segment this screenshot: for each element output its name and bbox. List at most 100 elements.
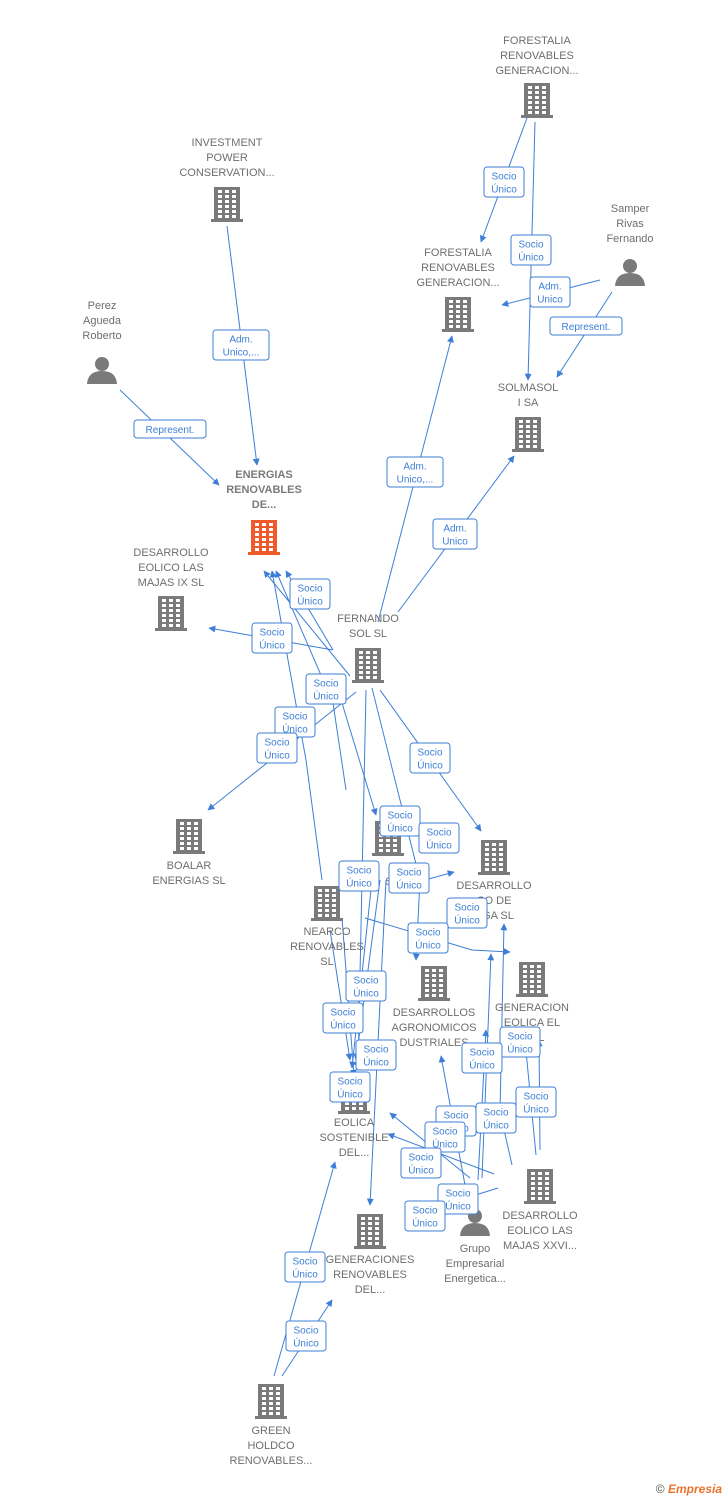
badge-label-line: Único xyxy=(330,1019,356,1032)
relation-badge[interactable]: Represent. xyxy=(549,316,623,336)
node-label-line: DESARROLLOS xyxy=(393,1007,476,1019)
node-label-line: SOL SL xyxy=(349,628,387,640)
badge-label-line: Socio xyxy=(415,928,440,939)
badge-label-line: Único xyxy=(353,987,379,1000)
node-label-line: DUSTRIALES xyxy=(399,1037,468,1049)
building-icon xyxy=(478,840,510,875)
building-icon xyxy=(155,596,187,631)
badge-label-line: Único xyxy=(313,690,339,703)
edge-line-16 xyxy=(341,702,378,816)
building-icon xyxy=(418,966,450,1001)
badge-box xyxy=(285,1320,327,1352)
footer-brand[interactable]: © Empresia xyxy=(656,1482,722,1496)
node-generaciones[interactable]: GENERACIONESRENOVABLESDEL... xyxy=(326,1214,415,1296)
node-energias[interactable]: ENERGIASRENOVABLESDE... xyxy=(226,469,302,555)
badge-box xyxy=(289,578,331,610)
node-label-line: RENOVABLES xyxy=(333,1269,407,1281)
badge-box xyxy=(437,1183,479,1215)
badge-label-line: Único xyxy=(408,1164,434,1177)
badge-label-line: Socio xyxy=(483,1108,508,1119)
node-forestalia_mid[interactable]: FORESTALIARENOVABLESGENERACION... xyxy=(416,247,500,332)
node-investment[interactable]: INVESTMENTPOWERCONSERVATION... xyxy=(179,137,275,222)
badge-box xyxy=(251,622,293,654)
node-label-line: RENOVABLES xyxy=(290,941,364,953)
badge-label-line: Único xyxy=(426,839,452,852)
copyright-symbol: © xyxy=(655,1482,665,1496)
badge-label-line: Represent. xyxy=(146,425,195,436)
relation-badge[interactable]: Adm.Unico,... xyxy=(386,456,444,488)
badge-label-line: Unico,... xyxy=(223,348,260,359)
node-label-line: DESARROLLO xyxy=(502,1210,578,1222)
node-label-line: RENOVABLES xyxy=(226,484,302,496)
node-label-line: Rivas xyxy=(616,218,644,230)
badge-label-line: Único xyxy=(469,1059,495,1072)
relation-badge[interactable]: Adm.Unico xyxy=(529,276,571,308)
relation-badge[interactable]: Adm.Unico,... xyxy=(212,329,270,361)
node-label-line: EOLICO LAS xyxy=(138,562,203,574)
node-label-line: GENERACION... xyxy=(495,65,578,77)
badge-box xyxy=(549,316,623,336)
badge-label-line: Único xyxy=(396,879,422,892)
badge-label-line: Único xyxy=(445,1200,471,1213)
node-label-line: RENOVABLES xyxy=(421,262,495,274)
badge-label-line: Socio xyxy=(523,1092,548,1103)
badge-box xyxy=(212,329,270,361)
building-icon xyxy=(512,417,544,452)
building-icon xyxy=(442,297,474,332)
badge-box xyxy=(338,860,380,892)
badge-label-line: Único xyxy=(523,1103,549,1116)
badge-box xyxy=(404,1200,446,1232)
node-label-line: GREEN xyxy=(251,1425,290,1437)
badge-label-line: Único xyxy=(293,1337,319,1350)
badge-label-line: Único xyxy=(282,723,308,736)
node-green[interactable]: GREENHOLDCORENOVABLES... xyxy=(230,1384,313,1467)
node-forestalia_top[interactable]: FORESTALIARENOVABLESGENERACION... xyxy=(495,35,579,118)
building-icon xyxy=(524,1169,556,1204)
node-grupo[interactable]: GrupoEmpresarialEnergetica... xyxy=(444,1209,506,1285)
building-icon xyxy=(354,1214,386,1249)
building-icon xyxy=(516,962,548,997)
badge-box xyxy=(322,1002,364,1034)
badge-label-line: Único xyxy=(346,877,372,890)
relation-badge[interactable]: Represent. xyxy=(133,419,207,439)
relation-badge[interactable]: Adm.Unico xyxy=(432,518,478,550)
